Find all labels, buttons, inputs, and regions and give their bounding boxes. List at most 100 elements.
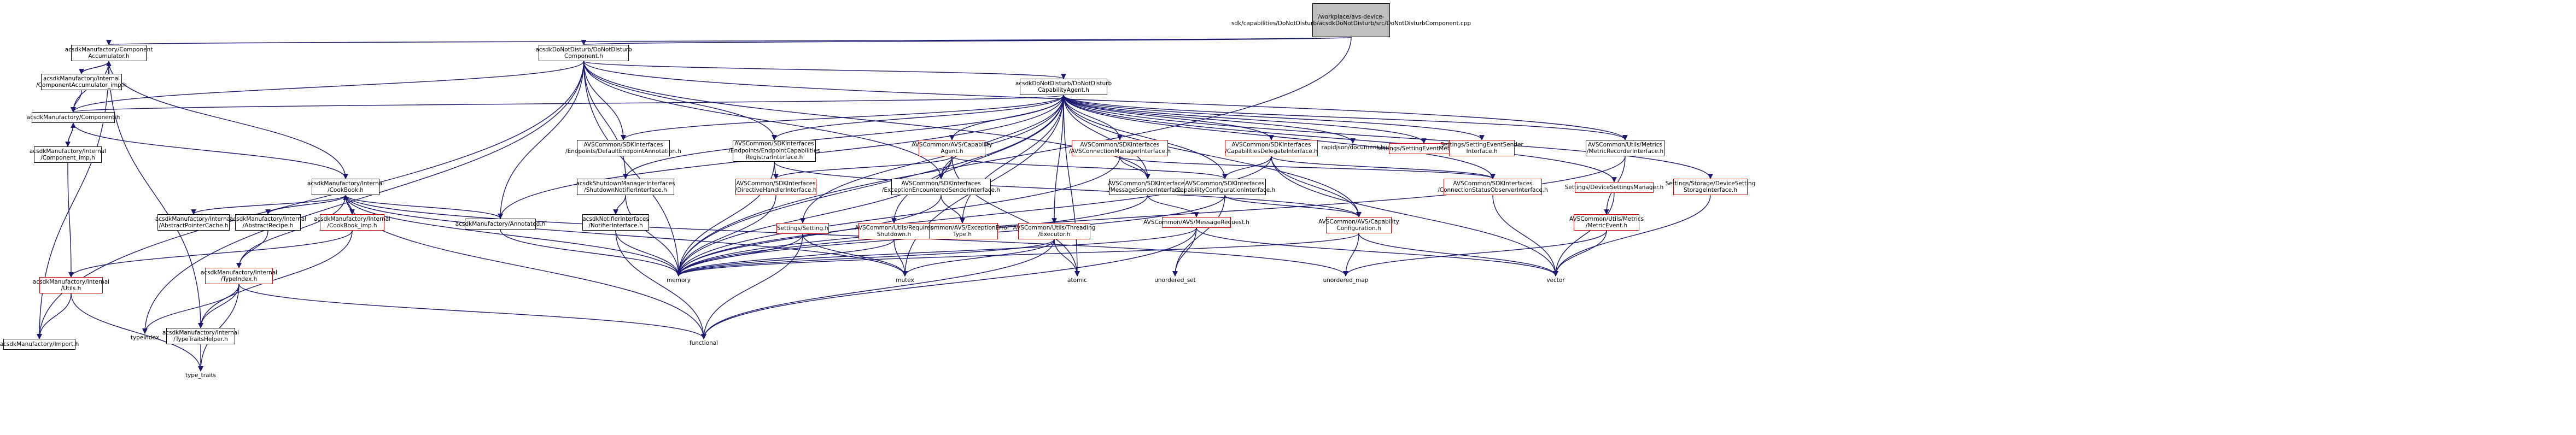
dependency-edges [37, 37, 1713, 372]
edge-component_h-to-endpoint_capabilities_registrar [583, 61, 777, 140]
capability-configuration-interface-node[interactable]: AVSCommon/SDKInterfaces /CapabilityConfi… [1175, 179, 1275, 195]
edge-capability_agent-to-exception_sender [938, 95, 1064, 179]
type-index-node[interactable]: acsdkManufactory/Internal /TypeIndex.h [201, 268, 277, 284]
connection-manager-interface-node[interactable]: AVSCommon/SDKInterfaces /AVSConnectionMa… [1069, 140, 1171, 156]
edge-connection_status_observer-to-vector [1492, 195, 1558, 277]
mutex-node[interactable]: mutex [896, 277, 914, 284]
edge-capability_agent-to-threading_executor [1052, 95, 1064, 224]
abstract-recipe-node[interactable]: acsdkManufactory/Internal /AbstractRecip… [230, 214, 306, 231]
edge-capabilities_delegate-to-vector [1271, 156, 1558, 277]
vector-node[interactable]: vector [1546, 277, 1565, 284]
edge-cookbook-to-annotated [345, 195, 503, 219]
edge-cookbook-to-mutex [345, 195, 908, 277]
annotated-node[interactable]: acsdkManufactory/Annotated.h [455, 219, 545, 230]
edge-directive_handler-to-memory [676, 195, 776, 277]
edge-component_accumulator_imp-to-component_accumulator [81, 61, 112, 74]
edge-capability_agent_h-to-memory [676, 156, 953, 277]
edge-capability_agent_h-to-directive_handler [773, 156, 953, 179]
abstract-pointer-cache-node[interactable]: acsdkManufactory/Internal /AbstractPoint… [155, 214, 232, 231]
memory-node[interactable]: memory [667, 277, 691, 284]
edge-capability_agent-to-setting_event_metadata [1063, 95, 1427, 144]
metric-event-node[interactable]: AVSCommon/Utils/Metrics /MetricEvent.h [1569, 214, 1644, 231]
root-file-node[interactable]: /workplace/avs-device-sdk/capabilities/D… [1231, 3, 1471, 37]
edge-type_index-to-functional [238, 284, 706, 339]
type-traits-helper-node[interactable]: acsdkManufactory/Internal /TypeTraitsHel… [162, 328, 239, 344]
edge-capability_agent-to-capability_config_interface [1063, 95, 1228, 179]
component-accumulator-node[interactable]: acsdkManufactory/Component Accumulator.h [65, 45, 153, 61]
directive-handler-node[interactable]: AVSCommon/SDKInterfaces /DirectiveHandle… [735, 179, 816, 195]
atomic-node[interactable]: atomic [1067, 277, 1087, 284]
edge-capability_configuration-to-memory [676, 233, 1359, 277]
dnd-component-header-node[interactable]: acsdkDoNotDisturb/DoNotDisturb Component… [535, 45, 632, 61]
rapidjson-document-node[interactable]: rapidjson/document.h [1321, 144, 1385, 151]
edge-capability_agent-to-message_sender [1063, 95, 1150, 179]
edge-capabilities_delegate-to-connection_status_observer [1271, 156, 1496, 179]
edge-cookbook-to-unordered_map [345, 195, 1348, 277]
edge-capability_agent-to-device_setting_storage [1063, 95, 1713, 179]
endpoint-capabilities-registrar-node[interactable]: AVSCommon/SDKInterfaces /Endpoints/Endpo… [728, 140, 820, 162]
capability-configuration-node[interactable]: AVSCommon/AVS/Capability Configuration.h [1318, 217, 1399, 233]
component-accumulator-imp-node[interactable]: acsdkManufactory/Internal /ComponentAccu… [36, 74, 127, 90]
edge-notifier_interface-to-functional [615, 230, 706, 339]
edge-threading_executor-to-mutex [902, 239, 1055, 277]
message-request-node[interactable]: AVSCommon/AVS/MessageRequest.h [1143, 217, 1249, 228]
edge-component_h-to-metric_recorder [583, 61, 1628, 140]
setting-event-sender-node[interactable]: Settings/SettingEventSender Interface.h [1440, 140, 1523, 156]
edge-message_request-to-functional [701, 227, 1197, 339]
edge-device_settings_manager-to-vector [1553, 192, 1615, 277]
edge-cookbook_imp-to-cookbook [343, 195, 353, 215]
edge-capability_agent-to-memory [676, 95, 1064, 277]
exception-error-type-node[interactable]: AVSCommon/AVS/ExceptionError Type.h [915, 223, 1009, 239]
edge-component-to-cookbook [73, 122, 348, 179]
edge-capability_config_interface-to-capability_configuration [1224, 195, 1362, 217]
avs-capability-agent-node[interactable]: AVSCommon/AVS/Capability Agent.h [912, 140, 992, 156]
edge-annotated-to-memory [500, 229, 681, 277]
requires-shutdown-node[interactable]: AVSCommon/Utils/Requires Shutdown.h [855, 223, 933, 239]
edge-connection_manager-to-connection_status_observer [1119, 156, 1496, 179]
edge-root-to-memory [676, 37, 1352, 277]
cookbook-imp-node[interactable]: acsdkManufactory/Internal /CookBook_imp.… [314, 214, 390, 231]
type-traits-node[interactable]: type_traits [185, 372, 217, 379]
connection-status-observer-node[interactable]: AVSCommon/SDKInterfaces /ConnectionStatu… [1438, 179, 1548, 195]
message-sender-interface-node[interactable]: AVSCommon/SDKInterfaces /MessageSenderIn… [1108, 179, 1188, 195]
edge-component_h-to-component [71, 61, 585, 113]
edge-component_h-to-shutdown_manager [583, 61, 628, 179]
unordered-set-node[interactable]: unordered_set [1154, 277, 1196, 284]
default-endpoint-annotation-node[interactable]: AVSCommon/SDKInterfaces /Endpoints/Defau… [565, 140, 681, 156]
import-node[interactable]: acsdkManufactory/Import.h [0, 339, 79, 350]
edge-capability_agent-to-device_settings_manager [1063, 95, 1617, 183]
cookbook-node[interactable]: acsdkManufactory/Internal /CookBook.h [307, 179, 384, 195]
threading-executor-node[interactable]: AVSCommon/Utils/Threading /Executor.h [1013, 223, 1095, 239]
edge-metric_recorder-to-memory [676, 156, 1626, 277]
utils-node[interactable]: acsdkManufactory/Internal /Utils.h [33, 277, 109, 293]
edge-capabilities_delegate-to-capability_configuration [1271, 156, 1362, 217]
edge-capability_agent-to-connection_status_observer [1063, 95, 1496, 179]
edge-device_setting_storage-to-vector [1553, 195, 1711, 277]
edge-component_accumulator-to-cookbook [108, 61, 348, 179]
shutdown-notifier-interface-node[interactable]: acsdkShutdownManagerInterfaces /Shutdown… [576, 179, 675, 195]
exception-encountered-sender-node[interactable]: AVSCommon/SDKInterfaces /ExceptionEncoun… [882, 179, 1000, 195]
setting-node[interactable]: Settings/Setting.h [776, 223, 829, 234]
typeindex-node[interactable]: typeindex [130, 334, 160, 341]
functional-node[interactable]: functional [689, 339, 719, 346]
edge-component_imp-to-component [67, 122, 76, 147]
edge-message_request-to-memory [676, 227, 1197, 277]
dnd-capability-agent-node[interactable]: acsdkDoNotDisturb/DoNotDisturb Capabilit… [1015, 79, 1112, 95]
edge-capability_agent-to-requires_shutdown [891, 95, 1064, 224]
edge-connection_manager-to-message_sender [1119, 156, 1150, 179]
edge-type_index-to-type_traits_helper [198, 284, 240, 328]
notifier-interface-node[interactable]: acsdkNotifierInterfaces /NotifierInterfa… [582, 214, 649, 231]
device-settings-manager-node[interactable]: Settings/DeviceSettingsManager.h [1565, 182, 1663, 193]
edge-threading_executor-to-memory [676, 239, 1055, 277]
metric-recorder-interface-node[interactable]: AVSCommon/Utils/Metrics /MetricRecorderI… [1586, 140, 1664, 156]
edge-component_h-to-annotated [498, 61, 585, 219]
capabilities-delegate-interface-node[interactable]: AVSCommon/SDKInterfaces /CapabilitiesDel… [1225, 140, 1318, 156]
edge-endpoint_capabilities_registrar-to-capability_configuration [774, 161, 1362, 217]
edge-cookbook-to-abstract_recipe [265, 195, 346, 215]
edge-capability_agent-to-metric_recorder [1063, 95, 1628, 140]
unordered-map-node[interactable]: unordered_map [1323, 277, 1369, 284]
device-setting-storage-node[interactable]: Settings/Storage/DeviceSetting StorageIn… [1666, 179, 1755, 195]
component-imp-node[interactable]: acsdkManufactory/Internal /Component_imp… [30, 146, 106, 163]
component-node[interactable]: acsdkManufactory/Component.h [27, 112, 120, 123]
edge-shutdown_manager-to-notifier_interface [613, 195, 626, 215]
